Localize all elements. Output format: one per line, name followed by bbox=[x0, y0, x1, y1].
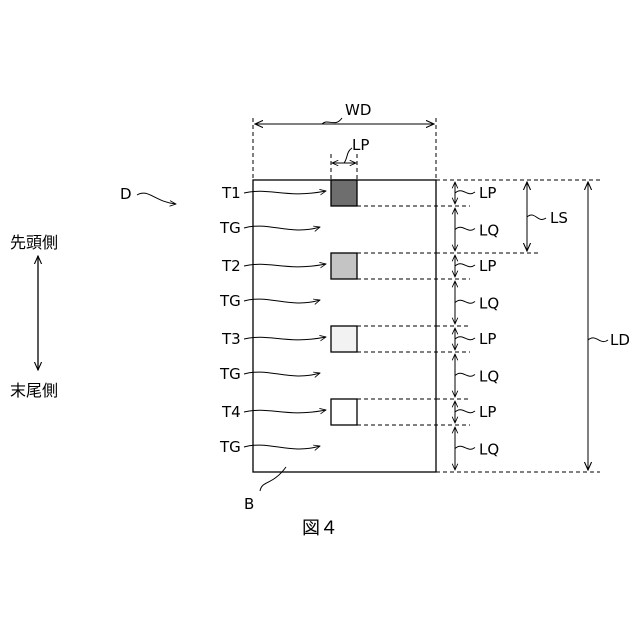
patch-label: T2 bbox=[221, 257, 241, 275]
gap-leader bbox=[244, 445, 320, 449]
gap-leader bbox=[244, 226, 320, 230]
front-side-label: 先頭側 bbox=[10, 233, 58, 252]
pitch-label: LP bbox=[479, 403, 496, 421]
gap-length-label: LQ bbox=[479, 295, 499, 313]
pitch-label: LP bbox=[479, 184, 496, 202]
pitch-leader bbox=[455, 264, 475, 267]
patch-4 bbox=[331, 399, 357, 425]
gap-length-leader bbox=[455, 446, 475, 449]
gap-length-leader bbox=[455, 227, 475, 230]
base-label: B bbox=[244, 495, 254, 513]
pitch-leader bbox=[455, 337, 475, 340]
patch-1 bbox=[331, 180, 357, 206]
gap-label: TG bbox=[219, 438, 241, 456]
gap-length-label: LQ bbox=[479, 368, 499, 386]
pitch-leader bbox=[455, 191, 475, 194]
gap-length-label: LQ bbox=[479, 441, 499, 459]
sheet-label-group: D bbox=[120, 185, 176, 204]
patch-label: T3 bbox=[221, 330, 241, 348]
sheet-pointer-arrow bbox=[137, 193, 176, 204]
patch-label: T4 bbox=[221, 403, 241, 421]
right-dimensions: LP LQ LP LQ LP LQ LP LQ bbox=[357, 180, 499, 470]
width-dimension: WD bbox=[253, 101, 436, 180]
base-label-group: B bbox=[244, 467, 286, 513]
sheet-label: D bbox=[120, 185, 132, 203]
patch-2 bbox=[331, 253, 357, 279]
gap-label: TG bbox=[219, 292, 241, 310]
gap-length-label: LQ bbox=[479, 222, 499, 240]
pitch-label: LP bbox=[479, 257, 496, 275]
patch-label: T1 bbox=[221, 184, 241, 202]
gap-length-leader bbox=[455, 373, 475, 376]
gap-label: TG bbox=[219, 365, 241, 383]
patch-leader bbox=[244, 264, 326, 267]
patch-width-label: LP bbox=[352, 136, 369, 154]
gap-length-leader bbox=[455, 300, 475, 303]
gap-leader bbox=[244, 372, 320, 376]
patch-leader bbox=[244, 337, 326, 340]
spacing-label: LS bbox=[550, 209, 568, 227]
rear-side-label: 末尾側 bbox=[10, 381, 58, 400]
patch-width-dimension: LP bbox=[331, 136, 369, 180]
direction-indicator: 先頭側 末尾側 bbox=[10, 233, 58, 400]
patch-leader bbox=[244, 191, 326, 194]
patch-3 bbox=[331, 326, 357, 352]
patch-layer: T1TGT2TGT3TGT4TG bbox=[219, 180, 357, 456]
patch-leader bbox=[244, 410, 326, 413]
spacing-dimension: LS bbox=[436, 180, 568, 253]
gap-label: TG bbox=[219, 219, 241, 237]
pitch-label: LP bbox=[479, 330, 496, 348]
gap-leader bbox=[244, 299, 320, 303]
pitch-leader bbox=[455, 410, 475, 413]
figure-caption: 図４ bbox=[302, 518, 338, 539]
width-label: WD bbox=[345, 101, 371, 119]
length-label: LD bbox=[610, 331, 630, 349]
